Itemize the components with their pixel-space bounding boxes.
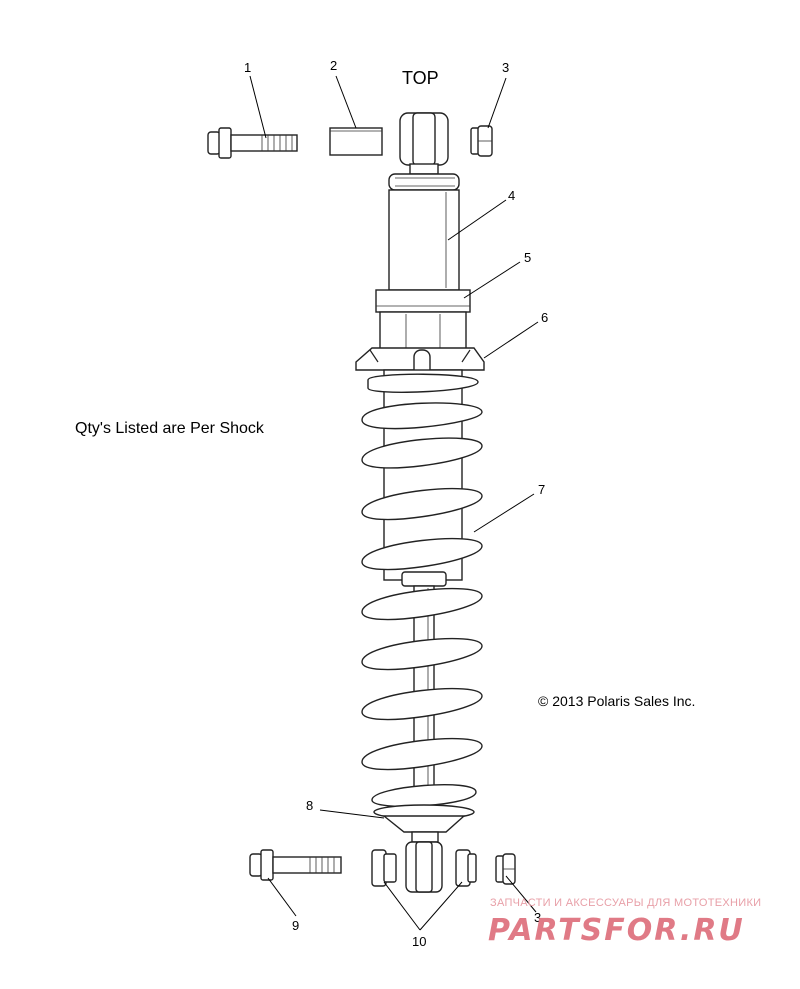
bolt-part-9 (249, 849, 342, 881)
callout-3-bottom: 3 (534, 910, 541, 925)
callout-6: 6 (541, 310, 548, 325)
leader-lines (249, 75, 539, 931)
callout-7: 7 (538, 482, 545, 497)
watermark-tagline: ЗАПЧАСТИ И АКСЕССУАРЫ ДЛЯ МОТОТЕХНИКИ (490, 897, 761, 909)
top-orientation-label: TOP (402, 68, 439, 88)
copyright-notice: © 2013 Polaris Sales Inc. (538, 693, 695, 709)
flange-nut-part-3-bottom (495, 853, 516, 885)
watermark-brand: PARTSFOR.RU (488, 913, 745, 948)
callout-4: 4 (508, 188, 515, 203)
callout-10: 10 (412, 934, 426, 949)
callout-1: 1 (244, 60, 251, 75)
callout-2: 2 (330, 58, 337, 73)
lower-spring-seat-part-8 (373, 804, 475, 843)
callout-8: 8 (306, 798, 313, 813)
bottom-eyelet-part-10 (371, 841, 477, 893)
spacer-part-2 (329, 127, 383, 156)
coil-spring-part-7 (361, 373, 483, 808)
flange-nut-part-3-top (470, 125, 493, 157)
callout-9: 9 (292, 918, 299, 933)
callout-5: 5 (524, 250, 531, 265)
top-eyelet (399, 112, 449, 175)
shock-body-part-4 (388, 173, 460, 291)
collar-part-5 (375, 289, 471, 353)
callout-3-top: 3 (502, 60, 509, 75)
quantity-note: Qty's Listed are Per Shock (75, 420, 265, 437)
bolt-part-1 (207, 127, 298, 159)
